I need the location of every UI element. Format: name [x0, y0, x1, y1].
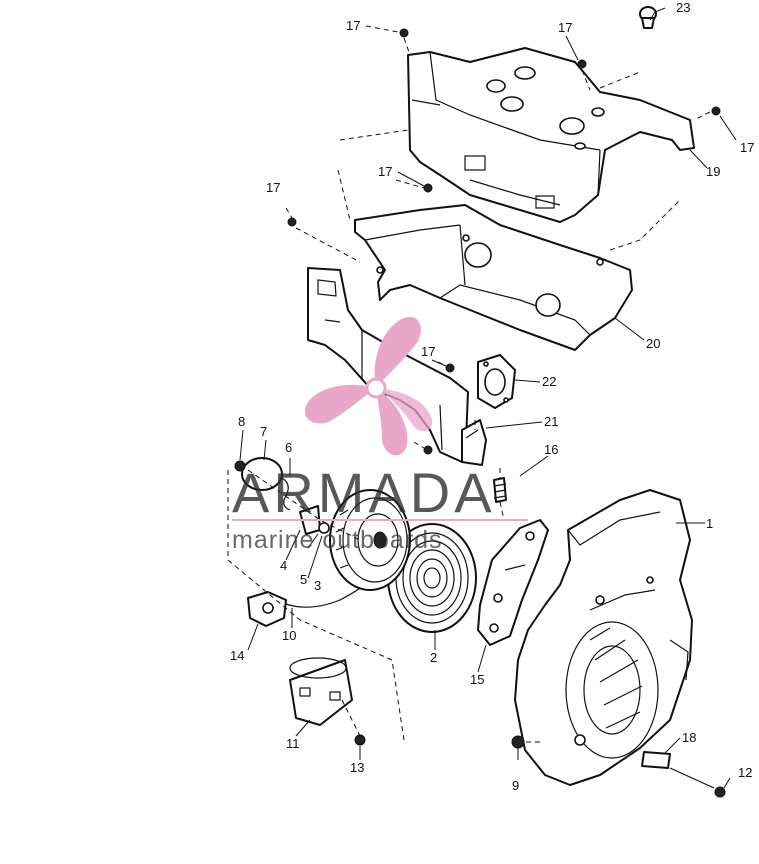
washer-part-9 — [511, 735, 525, 749]
starter-cup-part-11 — [289, 657, 353, 726]
callout-17-f: 17 — [421, 344, 435, 359]
mounting-bracket-part-15 — [477, 519, 549, 646]
plate-part-18 — [641, 751, 671, 769]
callout-6: 6 — [285, 440, 292, 455]
callout-19: 19 — [706, 164, 720, 179]
nut-part-8 — [234, 460, 246, 472]
watermark-brand: ARMADA — [232, 461, 496, 524]
callout-17-b: 17 — [558, 20, 572, 35]
callout-20: 20 — [646, 336, 660, 351]
callout-17-e: 17 — [266, 180, 280, 195]
assembly-lines — [227, 25, 711, 743]
spring-part-5 — [318, 522, 330, 534]
plate-part-7 — [241, 457, 283, 491]
callout-16: 16 — [544, 442, 558, 457]
cap-screw-part-23 — [639, 6, 657, 29]
bolt-part-12 — [669, 767, 726, 798]
propeller-logo-icon — [304, 316, 433, 456]
callout-23: 23 — [676, 0, 690, 15]
leader-lines — [239, 7, 737, 789]
bracket-part-21 — [461, 419, 487, 466]
spring-part-16 — [493, 477, 507, 503]
callout-17-a: 17 — [346, 18, 360, 33]
starter-handle-part-14 — [247, 591, 287, 627]
callout-7: 7 — [260, 424, 267, 439]
starter-rope-part-10 — [285, 587, 361, 608]
upper-shroud-part-19 — [407, 47, 695, 223]
callout-12: 12 — [738, 765, 752, 780]
screw-part-13 — [354, 734, 366, 746]
callout-11: 11 — [286, 736, 300, 751]
callout-1: 1 — [706, 516, 713, 531]
gasket-part-22 — [477, 354, 516, 409]
callout-21: 21 — [544, 414, 558, 429]
lower-shroud-part-20 — [354, 204, 633, 351]
callout-2: 2 — [430, 650, 437, 665]
callout-3: 3 — [314, 578, 321, 593]
callout-17-d: 17 — [378, 164, 392, 179]
callout-22: 22 — [542, 374, 556, 389]
callout-4: 4 — [280, 558, 287, 573]
callout-8: 8 — [238, 414, 245, 429]
screws-part-17 — [287, 28, 721, 455]
callout-10: 10 — [282, 628, 296, 643]
callout-labels: 1 2 3 4 5 6 7 8 9 10 11 12 13 14 15 16 1… — [230, 0, 754, 793]
callout-9: 9 — [512, 778, 519, 793]
callout-5: 5 — [300, 572, 307, 587]
callout-13: 13 — [350, 760, 364, 775]
watermark: ARMADA marine outboards — [232, 316, 528, 554]
callout-15: 15 — [470, 672, 484, 687]
callout-18: 18 — [682, 730, 696, 745]
callout-14: 14 — [230, 648, 244, 663]
starter-pulley-part-3 — [329, 489, 411, 591]
watermark-tagline: marine outboards — [232, 526, 443, 554]
blower-housing-part-1 — [514, 489, 693, 786]
pawl-assembly-parts — [234, 457, 330, 535]
callout-17-c: 17 — [740, 140, 754, 155]
